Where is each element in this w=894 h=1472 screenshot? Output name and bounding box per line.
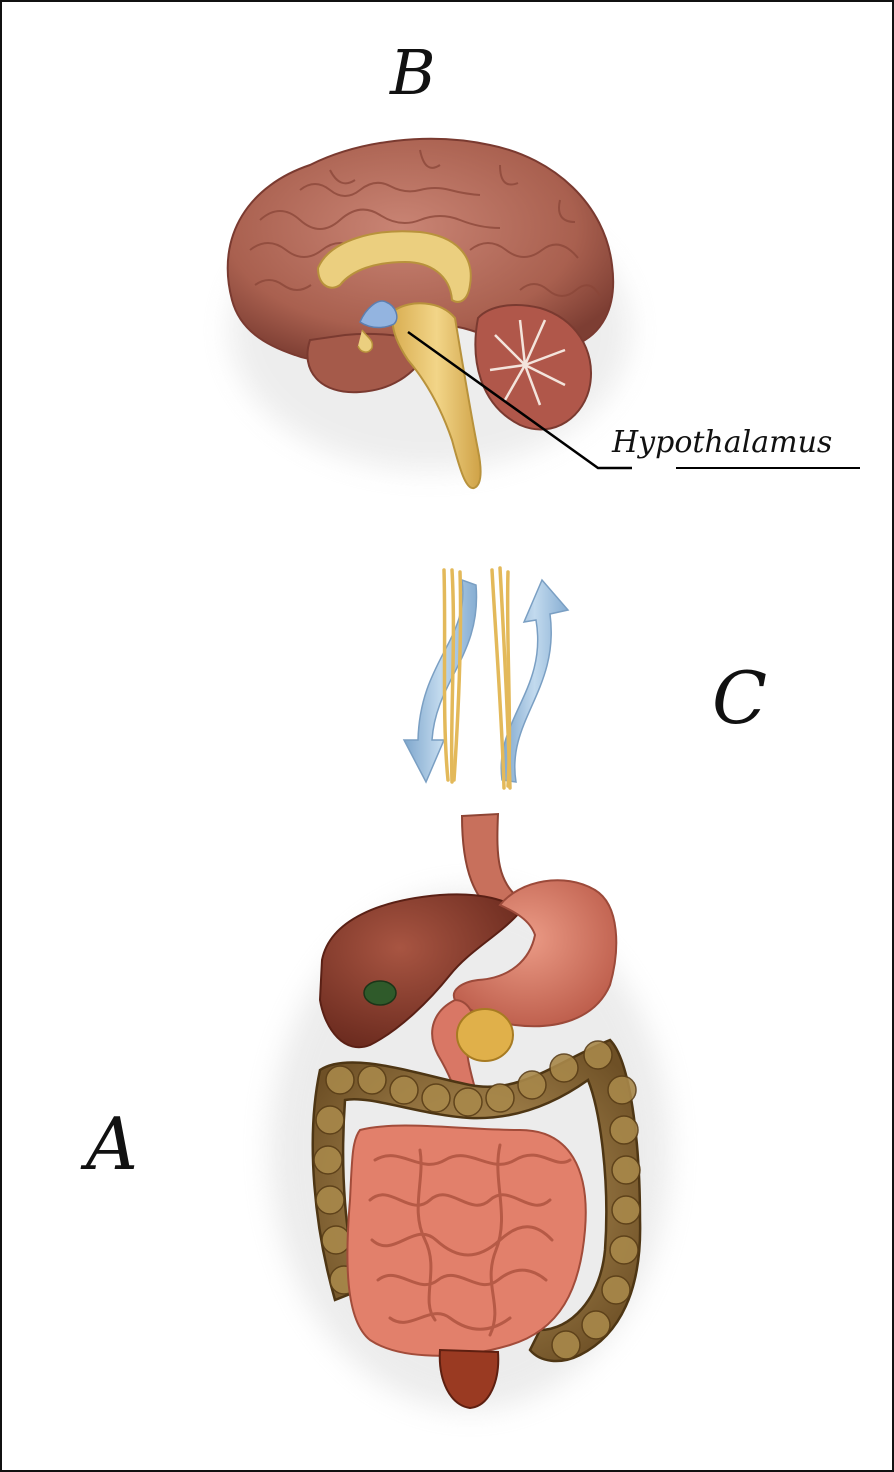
gut-brain-axis-connection (404, 568, 568, 788)
hypothalamus-label: Hypothalamus (612, 425, 832, 460)
label-c: C (712, 662, 767, 734)
digestive-system (270, 814, 670, 1410)
label-a: A (86, 1108, 138, 1180)
small-intestine (347, 1126, 585, 1356)
pancreas (457, 1009, 513, 1061)
up-arrow-icon (501, 580, 568, 782)
gallbladder (364, 981, 396, 1005)
down-arrow-icon (404, 580, 477, 782)
label-b: B (390, 42, 436, 104)
